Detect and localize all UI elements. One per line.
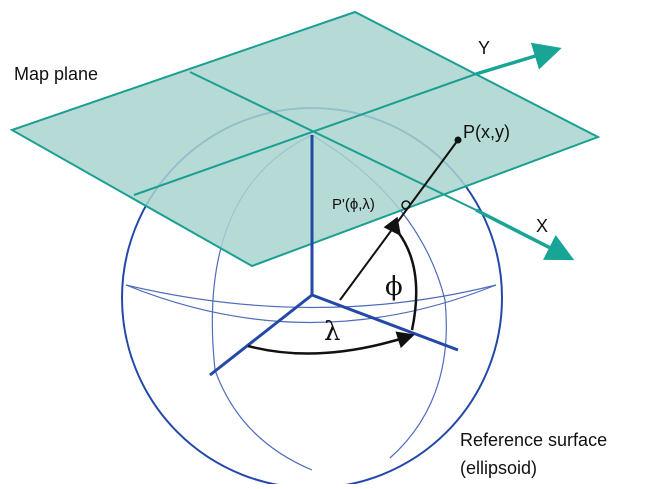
plane-axes (475, 42, 575, 261)
point-p-label: P(x,y) (463, 122, 510, 142)
map-plane (9, 10, 601, 268)
equator-front-curve (125, 284, 497, 324)
y-axis-label: Y (478, 38, 490, 58)
lambda-label: λ (324, 317, 340, 347)
map-plane-x-gridline (189, 71, 477, 211)
map-plane-polygon (9, 10, 601, 268)
lambda-angle-arc (247, 331, 415, 355)
radius-meridian-left (209, 293, 313, 377)
map-plane-label: Map plane (14, 64, 98, 84)
point-p-marker (454, 136, 462, 144)
map-plane-y-gridline (133, 73, 477, 196)
x-axis-label: X (536, 216, 548, 236)
equator-back-curve (125, 284, 497, 309)
reference-surface-label: Reference surface (460, 430, 607, 450)
phi-label: ϕ (385, 272, 403, 302)
angle-arcs (247, 216, 418, 355)
radius-meridian-right (311, 293, 459, 352)
sphere-radii (209, 135, 459, 377)
ellipsoid-label: (ellipsoid) (460, 458, 537, 478)
point-p-prime-marker (401, 200, 411, 210)
labels: Map plane Y X P(x,y) P'(ϕ,λ) ϕ λ Referen… (14, 38, 607, 478)
y-axis-arrow (475, 42, 562, 76)
x-axis-arrow (475, 208, 575, 261)
phi-angle-arc (383, 216, 418, 331)
point-p-prime-label: P'(ϕ,λ) (332, 196, 375, 213)
